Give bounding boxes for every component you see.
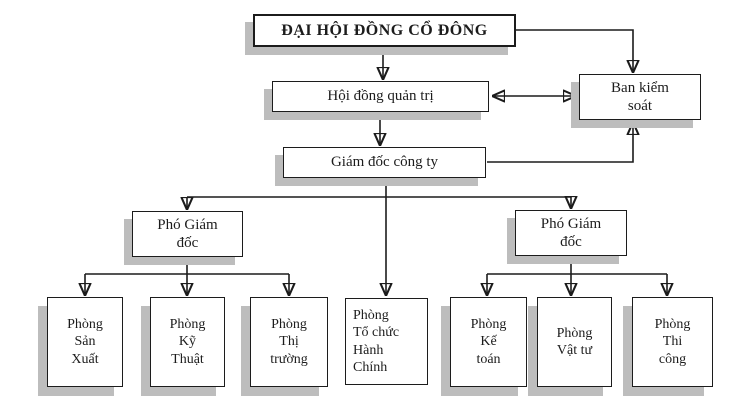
connector-director-supervisory xyxy=(487,124,633,163)
node-dept-ky-thuat-label: Phòng Kỹ Thuật xyxy=(169,317,206,367)
node-dept-ke-toan: Phòng Kế toán xyxy=(450,297,527,387)
node-deputy-director-right: Phó Giám đốc xyxy=(515,210,627,256)
node-director-label: Giám đốc công ty xyxy=(330,154,439,171)
node-supervisory-label: Ban kiểm soát xyxy=(611,79,669,114)
node-dept-to-chuc-hanh-chinh: Phòng Tổ chức Hành Chính xyxy=(345,298,428,385)
node-shareholders: ĐẠI HỘI ĐỒNG CỔ ĐÔNG xyxy=(253,14,516,47)
connector-shareholders-supervisory xyxy=(516,29,633,71)
node-dept-san-xuat: Phòng Sản Xuất xyxy=(47,297,123,387)
node-board-label: Hội đồng quản trị xyxy=(327,88,434,105)
node-dept-vat-tu: Phòng Vật tư xyxy=(537,297,612,387)
node-dept-ke-toan-label: Phòng Kế toán xyxy=(470,317,507,367)
node-board: Hội đồng quản trị xyxy=(272,81,489,112)
node-dept-to-chuc-hanh-chinh-label: Phòng Tổ chức Hành Chính xyxy=(353,308,400,375)
node-dept-ky-thuat: Phòng Kỹ Thuật xyxy=(150,297,225,387)
node-deputy-left-label: Phó Giám đốc xyxy=(157,216,218,251)
node-dept-thi-cong-label: Phòng Thi công xyxy=(654,317,691,367)
node-dept-thi-truong: Phòng Thị trường xyxy=(250,297,328,387)
node-dept-thi-truong-label: Phòng Thị trường xyxy=(270,317,308,367)
node-dept-thi-cong: Phòng Thi công xyxy=(632,297,713,387)
node-dept-san-xuat-label: Phòng Sản Xuất xyxy=(67,317,103,367)
node-deputy-right-label: Phó Giám đốc xyxy=(540,215,602,250)
node-shareholders-label: ĐẠI HỘI ĐỒNG CỔ ĐÔNG xyxy=(281,21,488,39)
node-supervisory: Ban kiểm soát xyxy=(579,74,701,120)
node-director: Giám đốc công ty xyxy=(283,147,486,178)
node-dept-vat-tu-label: Phòng Vật tư xyxy=(556,325,593,358)
node-deputy-director-left: Phó Giám đốc xyxy=(132,211,243,257)
